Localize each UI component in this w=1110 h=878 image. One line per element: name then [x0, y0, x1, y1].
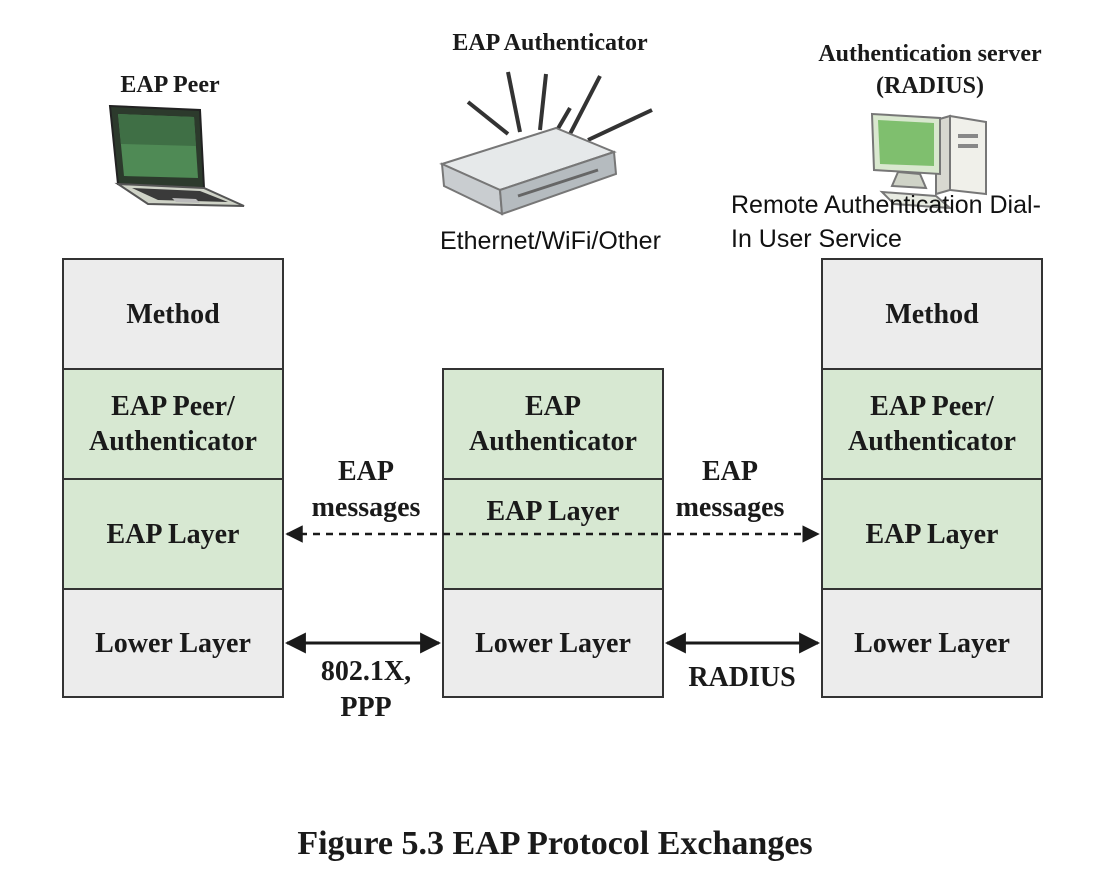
- eap-peer-label: EAP Peer: [120, 72, 220, 98]
- right-method-layer: Method: [821, 258, 1043, 370]
- authentication-server-label: Authentication server (RADIUS): [818, 41, 1042, 99]
- authenticator-media-label: Ethernet/WiFi/Other: [440, 227, 661, 255]
- right-eap-layer: EAP Layer: [821, 478, 1043, 590]
- middle-lower-layer: Lower Layer: [442, 588, 664, 698]
- left-method-layer: Method: [62, 258, 284, 370]
- radius-expansion-label: Remote Authentication Dial- In User Serv…: [731, 191, 1041, 253]
- lower-right-link-label: RADIUS: [688, 662, 796, 693]
- figure-caption: Figure 5.3 EAP Protocol Exchanges: [297, 825, 813, 862]
- eap-messages-left-label: EAP messages: [311, 456, 421, 523]
- right-eap-peer-authenticator-layer: EAP Peer/ Authenticator: [821, 368, 1043, 480]
- middle-eap-layer: EAP Layer: [442, 478, 664, 590]
- laptop-icon: [108, 104, 245, 207]
- left-eap-layer: EAP Layer: [62, 478, 284, 590]
- lower-left-link-label: 802.1X, PPP: [320, 656, 412, 723]
- middle-eap-authenticator-layer: EAP Authenticator: [442, 368, 664, 480]
- eap-authenticator-label: EAP Authenticator: [452, 30, 648, 56]
- eap-messages-right-label: EAP messages: [675, 456, 785, 523]
- router-icon: [439, 71, 653, 216]
- left-lower-layer: Lower Layer: [62, 588, 284, 698]
- server-computer-icon: [870, 112, 987, 210]
- right-lower-layer: Lower Layer: [821, 588, 1043, 698]
- left-eap-peer-authenticator-layer: EAP Peer/ Authenticator: [62, 368, 284, 480]
